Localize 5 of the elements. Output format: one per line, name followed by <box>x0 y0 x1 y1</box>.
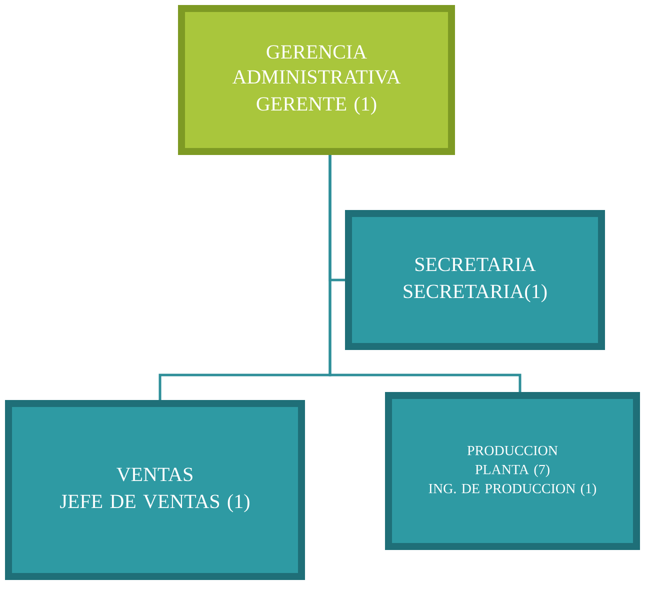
org-box: PRODUCCION PLANTA (7) ING. DE PRODUCCION (1) <box>385 392 640 550</box>
connector-line <box>328 155 522 392</box>
org-box: GERENCIA ADMINISTRATIVA GERENTE (1) <box>178 5 455 155</box>
org-box: VENTAS JEFE DE VENTAS (1) <box>5 400 305 580</box>
org-box: SECRETARIA SECRETARIA(1) <box>345 210 605 350</box>
